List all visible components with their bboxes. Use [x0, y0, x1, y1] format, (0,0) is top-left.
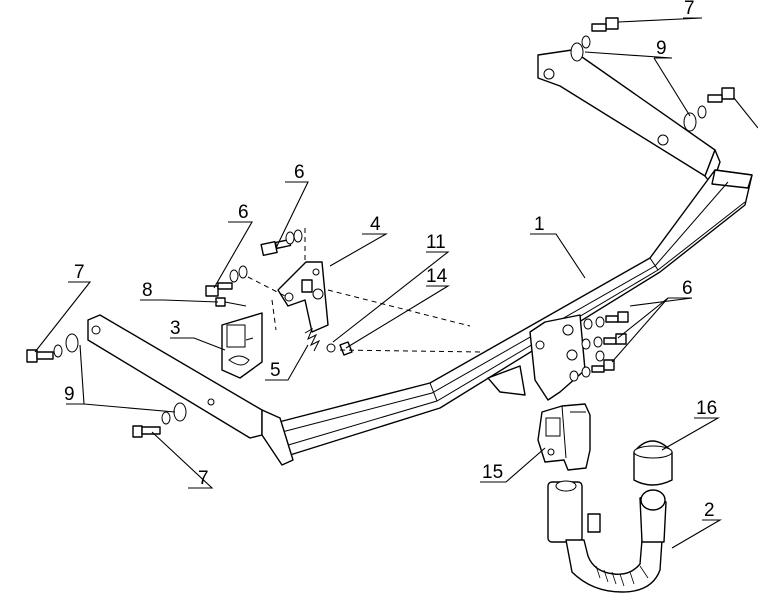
callout-6-upper: 6 — [294, 162, 305, 183]
callout-6-mid: 6 — [238, 202, 249, 223]
callout-labels: 1 2 3 4 5 6 6 6 7 7 7 8 9 9 11 14 15 16 — [64, 0, 717, 521]
callout-7-left-upper: 7 — [74, 262, 85, 283]
callout-4: 4 — [370, 214, 381, 235]
callout-6-right: 6 — [682, 278, 693, 299]
bolt-7-right-top — [570, 17, 619, 62]
assembly-guides — [247, 228, 481, 353]
bolts-6-right — [569, 311, 629, 382]
ball-cap-16 — [633, 440, 673, 486]
callout-16: 16 — [696, 398, 717, 419]
callout-9-right: 9 — [656, 38, 667, 59]
bolt-6-upper — [260, 229, 303, 257]
bolt-7-left-upper — [26, 333, 79, 363]
callout-8: 8 — [142, 280, 153, 301]
callout-5: 5 — [270, 360, 281, 381]
callout-2: 2 — [704, 500, 715, 521]
callout-7-left-lower: 7 — [198, 468, 209, 489]
spring-5 — [304, 327, 353, 356]
ball-neck-2 — [547, 480, 667, 593]
callout-9-left: 9 — [64, 384, 75, 405]
bolt-6-mid — [205, 265, 248, 297]
callout-14: 14 — [426, 266, 448, 287]
callout-3: 3 — [170, 318, 181, 339]
main-crossbeam — [274, 169, 753, 456]
left-side-bracket — [87, 314, 294, 466]
bolt-7-left-lower — [132, 402, 187, 438]
socket-module-15 — [537, 403, 591, 471]
leader-lines — [34, 17, 758, 549]
callout-7-top-right: 7 — [684, 0, 695, 19]
callout-15: 15 — [482, 462, 503, 483]
socket-plate-3 — [221, 312, 263, 379]
callout-11: 11 — [426, 232, 446, 253]
bolt-8 — [215, 297, 247, 307]
socket-bracket-4 — [277, 261, 329, 333]
bolt-7-right-lower — [683, 87, 735, 132]
callout-1: 1 — [534, 214, 545, 235]
